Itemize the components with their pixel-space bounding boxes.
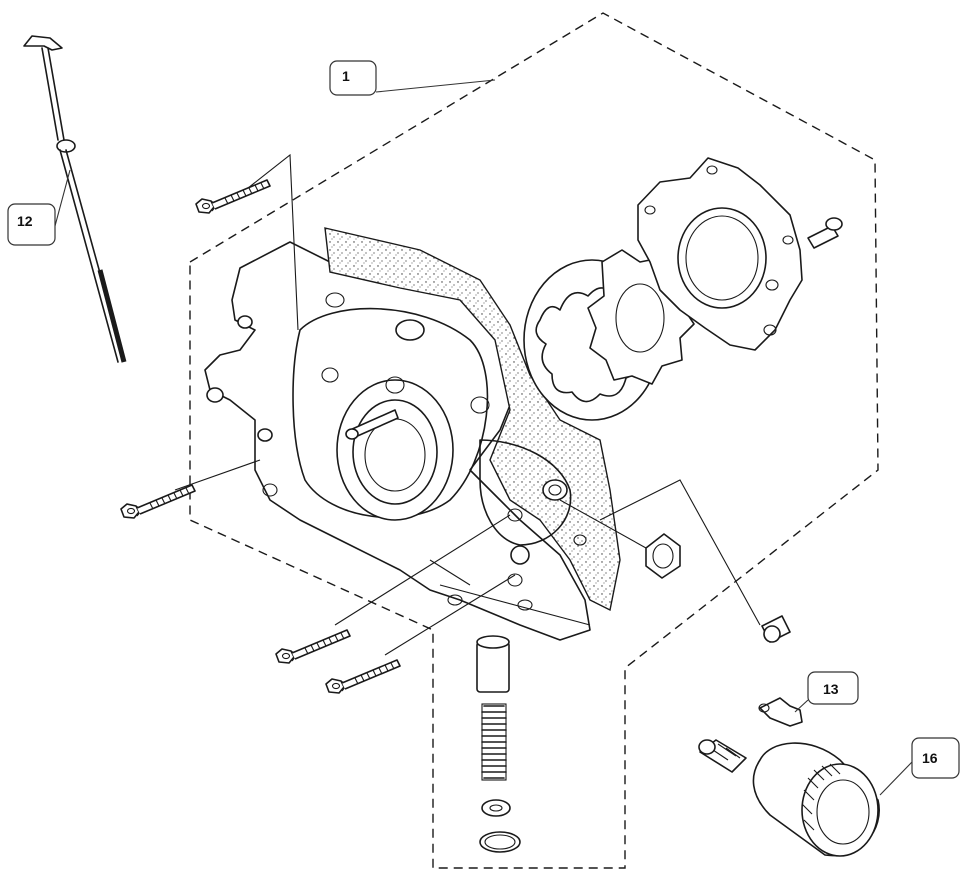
bolt-lower-2 — [325, 659, 401, 694]
callout-1: 1 — [329, 60, 377, 96]
bolt-lower-1 — [275, 629, 351, 664]
callout-12: 12 — [7, 203, 56, 246]
relief-valve-spring — [481, 703, 507, 781]
bolt-upper — [195, 179, 271, 214]
pump-cover-plate — [637, 157, 803, 351]
oil-pressure-switch — [758, 697, 803, 727]
callout-13: 13 — [807, 671, 859, 705]
callout-1-label: 1 — [342, 68, 350, 84]
callout-13-label: 13 — [823, 681, 839, 697]
bolt-left — [120, 484, 196, 519]
callout-16-label: 16 — [922, 750, 938, 766]
cover-screw — [807, 217, 843, 249]
relief-valve-plunger — [476, 635, 510, 693]
oil-filter — [752, 742, 880, 857]
dowel-pin — [761, 615, 791, 643]
spring-washer — [481, 799, 511, 817]
oil-pump-housing — [204, 227, 621, 641]
filter-union-bolt — [698, 739, 747, 773]
retaining-clip — [479, 831, 521, 853]
bolt-housing-stud — [345, 409, 399, 440]
dipstick — [23, 35, 127, 363]
assembly-boundary-dashed — [189, 12, 879, 869]
callout-16: 16 — [911, 737, 960, 779]
callout-12-label: 12 — [17, 213, 33, 229]
relief-valve-plug — [645, 533, 681, 579]
